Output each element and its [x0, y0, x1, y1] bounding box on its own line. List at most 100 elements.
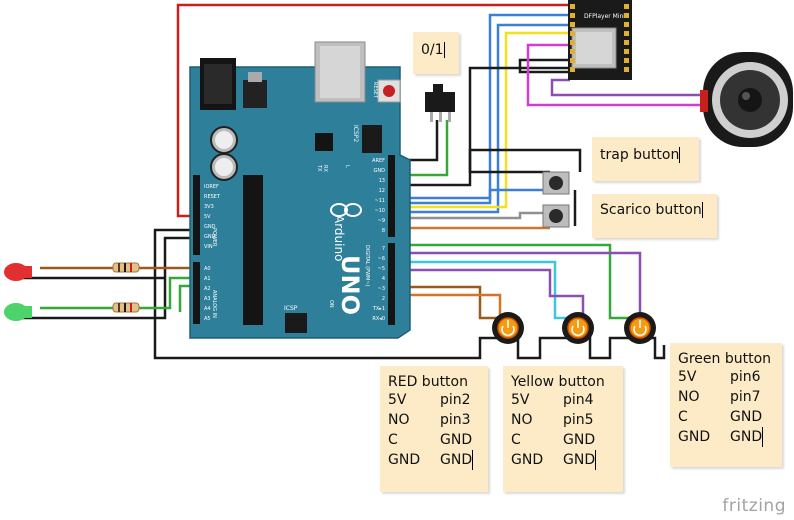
pin-label: 3V3	[204, 204, 214, 210]
pin-label: RX◂0	[372, 316, 385, 322]
wire-pin5-cyan	[393, 260, 570, 320]
pin-label: GND	[204, 234, 216, 240]
power-title: POWER	[211, 228, 217, 247]
yellow-note-title: Yellow button	[511, 374, 605, 390]
icsp2-label: ICSP2	[352, 125, 359, 142]
yellow-row-1-b: pin4	[563, 392, 594, 408]
yellow-row-1-a: 5V	[511, 392, 530, 408]
pin-label: 8	[382, 228, 385, 234]
rx-label: RX	[322, 165, 328, 172]
dfplayer-pin	[624, 31, 629, 36]
dfplayer-pin	[624, 67, 629, 72]
wire-trap-blue	[393, 188, 550, 200]
wire-led-green	[40, 276, 195, 310]
pin-label: ~3	[378, 286, 385, 292]
analog-pin-header	[193, 262, 200, 324]
dfplayer-pin	[624, 40, 629, 45]
power-pin-header	[193, 175, 200, 255]
slide-switch	[425, 84, 455, 122]
wire-pin3-brown	[393, 285, 498, 320]
yellow-row-2-a: NO	[511, 412, 533, 428]
digital-pin-header-top	[388, 155, 395, 237]
red-note-title: RED button	[388, 374, 468, 390]
yellow-row-4-b: GND	[563, 450, 597, 470]
pin-label: ~6	[378, 256, 385, 262]
board-brand: Arduino	[332, 215, 346, 261]
red-row-1-b: pin2	[440, 392, 471, 408]
wire-gnd-2	[498, 336, 666, 360]
wire-blue-2	[393, 23, 570, 214]
pin-label: 7	[382, 246, 385, 252]
pin-label: 2	[382, 296, 385, 302]
pin-label: A5	[204, 316, 211, 322]
pin-label: 13	[379, 178, 385, 184]
pin-label: ~10	[374, 208, 385, 214]
digital-pin-header-bottom	[388, 243, 395, 325]
icsp-header	[285, 313, 307, 333]
wire-pin6-purple	[393, 251, 642, 320]
dfplayer-pin	[624, 49, 629, 54]
scarico-note: Scarico button	[592, 194, 717, 238]
scarico-note-text: Scarico button	[600, 202, 703, 218]
pin-label: A0	[204, 266, 211, 272]
red-row-3-a: C	[388, 432, 398, 448]
switch-note-text: 0/1	[421, 42, 445, 58]
green-row-2-b: pin7	[730, 389, 761, 405]
yellow-row-4-a: GND	[511, 452, 544, 468]
icsp2-header	[362, 125, 382, 153]
red-row-4-b: GND	[440, 450, 474, 470]
pin-label: AREF	[372, 158, 385, 164]
dfplayer-pin	[570, 40, 575, 45]
arduino-board: Arduino UNO RESET ICSP2 ICSP TX RX L ON …	[189, 41, 411, 339]
pin-label: 4	[382, 276, 385, 282]
wire-black-top	[393, 66, 570, 187]
green-row-4-a: GND	[678, 429, 711, 445]
wire-pin7-green	[393, 243, 635, 320]
pin-label: VIN	[204, 244, 213, 250]
green-row-4-b: GND	[730, 427, 764, 447]
wire-gnd-bus	[153, 228, 498, 360]
dfplayer-pin	[624, 58, 629, 63]
red-row-3-b: GND	[440, 432, 473, 448]
green-row-1-b: pin6	[730, 369, 761, 385]
pin-label: RESET	[204, 194, 221, 200]
red-arcade-button	[492, 312, 524, 344]
green-row-3-a: C	[678, 409, 688, 425]
dfplayer-pin	[570, 58, 575, 63]
wire-5v-dfplayer	[176, 3, 570, 218]
on-label: ON	[328, 300, 334, 308]
dfplayer-pin	[570, 49, 575, 54]
yellow-row-3-a: C	[511, 432, 521, 448]
pin-label: TX▸1	[372, 306, 385, 312]
dfplayer-pin	[570, 4, 575, 9]
green-row-3-b: GND	[730, 409, 763, 425]
resistor-2	[112, 302, 140, 313]
pin-label: ~9	[378, 218, 385, 224]
dfplayer-pin	[624, 4, 629, 9]
wire-switch-green	[393, 120, 449, 177]
dfplayer-pin	[570, 13, 575, 18]
dfplayer-module: DFPlayer Mini	[568, 0, 632, 80]
wire-blue-1	[393, 13, 570, 205]
wire-black-dfp	[518, 58, 570, 74]
pin-label: A2	[204, 286, 211, 292]
green-note-title: Green button	[678, 351, 772, 367]
dfplayer-pin	[570, 22, 575, 27]
wire-purple-2	[550, 78, 705, 97]
atmega-chip	[243, 175, 263, 325]
pin-label: ~11	[374, 198, 385, 204]
green-arcade-button	[624, 312, 656, 344]
board-model: UNO	[336, 255, 364, 315]
digital-top-pin-labels: AREF GND 13 12 ~11 ~10 ~9 8	[372, 158, 385, 234]
wire-pin4-purple	[393, 268, 585, 320]
trap-pushbutton	[542, 171, 570, 195]
pin-label: 12	[379, 188, 385, 194]
pin-label: IOREF	[204, 184, 219, 190]
pin-label: GND	[374, 168, 386, 174]
